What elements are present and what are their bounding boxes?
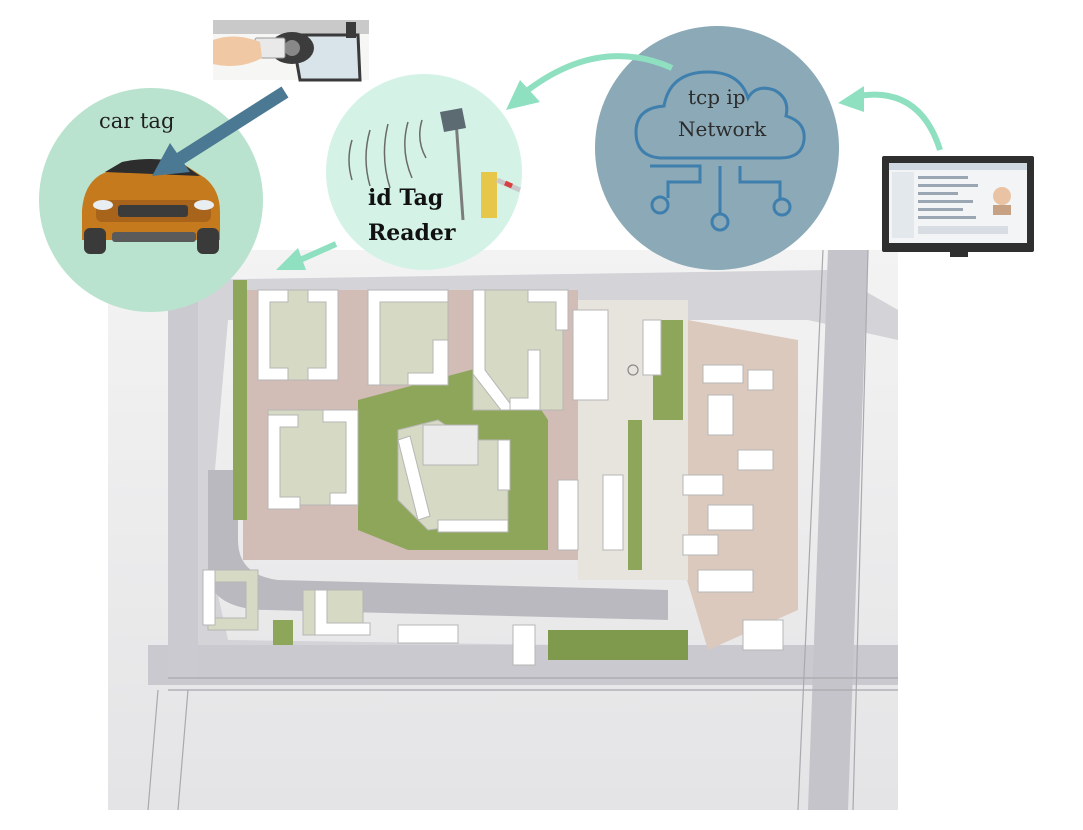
monitor-icon: [882, 156, 1034, 257]
network-label-line2: Network: [678, 117, 767, 141]
hand-card-icon: [213, 20, 369, 80]
reader-label-line1: id Tag: [368, 185, 443, 211]
network-label-line1: tcp ip: [688, 85, 746, 109]
arrow-monitor-to-network-icon: [838, 86, 940, 150]
arrow-reader-to-car-icon: [276, 244, 336, 270]
car-tag-label: car tag: [99, 109, 174, 133]
reader-label-line2: Reader: [368, 220, 456, 246]
